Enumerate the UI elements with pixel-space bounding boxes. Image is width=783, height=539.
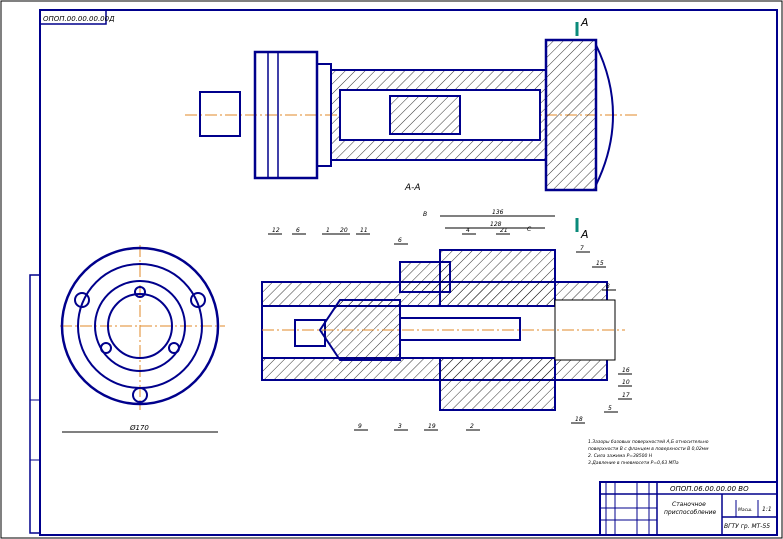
part-label: 6: [398, 237, 402, 244]
code-stamp: ОПОП.00.00.00.00Д: [43, 15, 115, 23]
code-stamp-box: [39, 9, 107, 25]
part-label: 4: [466, 227, 470, 234]
section-view: 136 128 В С А: [261, 209, 625, 411]
part-label: 10: [622, 379, 630, 386]
part-label: 5: [608, 405, 612, 412]
drawing-frame: [39, 9, 778, 536]
note-line: 2. Сила зажима Р=38500 Н: [588, 453, 653, 459]
section-marker-top: А: [580, 16, 589, 29]
note-line: поверхности В с фланцем в поверхности В …: [588, 446, 709, 452]
part-label: 1: [326, 227, 330, 234]
dim-ref-b: В: [423, 211, 427, 218]
part-label: 18: [575, 416, 583, 423]
part-label: 11: [360, 227, 368, 234]
scale-value: 1:1: [762, 506, 772, 513]
note-line: 3.Давление в пневмосети Р=0,63 МПа: [588, 460, 679, 466]
title-block: ОПОП.06.00.00.00 ВО Станочное приспособл…: [599, 481, 778, 536]
part-label: 17: [622, 392, 630, 399]
drawing-name-2: приспособление: [664, 509, 717, 516]
part-label: 12: [272, 227, 280, 234]
dim-overall: 136: [492, 209, 504, 216]
section-marker-main: А: [580, 228, 589, 241]
dim-ref-c: С: [527, 226, 532, 233]
diameter-dimension: Ø170: [129, 424, 149, 432]
side-strip: [29, 274, 41, 534]
part-labels: 12 6 1 20 11 6 4 21 7 15 8 16 10 17 5 18 2 19 3 9: [268, 227, 632, 431]
part-label: 16: [622, 367, 630, 374]
part-label: 3: [398, 423, 402, 430]
scale-label: Масш.: [738, 507, 753, 513]
drawing-name-1: Станочное: [672, 501, 706, 508]
part-label: 8: [606, 283, 610, 290]
end-view: Ø170: [60, 245, 225, 433]
designation: ОПОП.06.00.00.00 ВО: [670, 485, 749, 493]
dim-inner: 128: [490, 221, 502, 228]
organization: ВГТУ гр. МТ-55: [724, 523, 770, 530]
part-label: 19: [428, 423, 436, 430]
part-label: 7: [580, 245, 584, 252]
part-label: 21: [500, 227, 508, 234]
part-label: 15: [596, 260, 604, 267]
section-label: А-А: [404, 183, 421, 193]
part-label: 6: [296, 227, 300, 234]
part-label: 20: [340, 227, 348, 234]
technical-notes: 1.Зазоры базовых поверхностей А,Б относи…: [588, 439, 709, 466]
part-label: 2: [470, 423, 474, 430]
part-label: 9: [358, 423, 362, 430]
top-view: А А-А: [185, 16, 640, 193]
note-line: 1.Зазоры базовых поверхностей А,Б относи…: [588, 439, 709, 445]
